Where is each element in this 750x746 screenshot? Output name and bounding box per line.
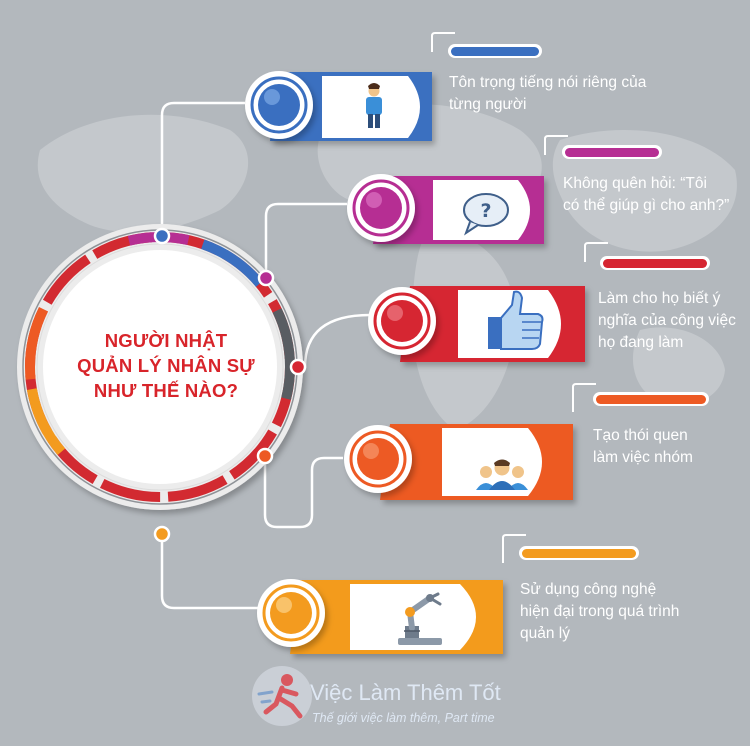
item-2-text-line-2: có thể giúp gì cho anh?” [563,197,730,214]
center-title: NGƯỜI NHẬT QUẢN LÝ NHÂN SỰ NHƯ THẾ NÀO? [48,328,284,403]
running-person-logo-icon [252,666,312,726]
item-5-text-line-2: hiện đại trong quá trình [520,603,680,620]
logo-subtitle: Thế giới việc làm thêm, Part time [312,711,495,725]
center-title-line-1: NGƯỜI NHẬT [104,330,228,351]
connector-dots [153,227,307,543]
item-4-text-line-1: Tạo thói quen [593,427,688,444]
item-5-text: Sử dụng công nghệ hiện đại trong quá trì… [520,579,679,645]
item-1-text: Tôn trọng tiếng nói riêng của từng người [449,72,646,116]
item-4 [344,383,709,500]
team-icon [476,459,528,490]
item-1-text-line-2: từng người [449,96,527,113]
thumbs-up-icon [488,290,544,350]
item-5 [257,534,639,654]
item-2-text: Không quên hỏi: “Tôi có thể giúp gì cho … [563,173,729,217]
item-3-text-line-3: họ đang làm [598,334,684,351]
item-2: ? [347,135,662,244]
center-title-line-2: QUẢN LÝ NHÂN SỰ [77,355,255,376]
item-3 [368,242,710,362]
item-5-text-line-1: Sử dụng công nghệ [520,581,657,598]
item-4-text-line-2: làm việc nhóm [593,449,693,466]
center-title-line-3: NHƯ THẾ NÀO? [93,380,239,401]
central-ring [17,224,303,510]
logo-title: Việc Làm Thêm Tốt [310,680,501,705]
item-1-text-line-1: Tôn trọng tiếng nói riêng của [449,74,647,91]
person-icon [366,83,382,128]
svg-text:?: ? [480,200,491,222]
question-speech-bubble-icon: ? [463,193,509,236]
item-4-text: Tạo thói quen làm việc nhóm [593,425,693,469]
item-3-text: Làm cho họ biết ý nghĩa của công việc họ… [598,288,736,354]
item-5-text-line-3: quản lý [520,625,570,642]
item-3-text-line-2: nghĩa của công việc [598,312,736,329]
item-1 [245,32,542,141]
robot-arm-icon [398,592,442,645]
item-2-text-line-1: Không quên hỏi: “Tôi [563,175,707,192]
item-3-text-line-1: Làm cho họ biết ý [598,290,721,307]
